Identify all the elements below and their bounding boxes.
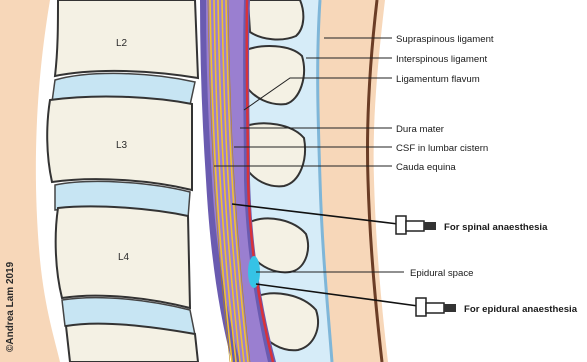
label-supraspinous: Supraspinous ligament	[396, 34, 494, 45]
spinous-process-1	[248, 0, 303, 39]
spinous-process-2	[246, 46, 304, 104]
vertebra-label-l2: L2	[116, 38, 128, 49]
vertebra-label-l4: L4	[118, 252, 130, 263]
spinous-process-3	[246, 123, 305, 186]
label-epidural-anaesthesia: For epidural anaesthesia	[464, 304, 578, 315]
label-csf: CSF in lumbar cistern	[396, 143, 488, 154]
label-epidural-space: Epidural space	[410, 268, 473, 279]
label-interspinous: Interspinous ligament	[396, 54, 488, 65]
copyright-credit: ©Andrea Lam 2019	[5, 261, 16, 352]
label-ligamentum-flavum: Ligamentum flavum	[396, 74, 480, 85]
label-dura-mater: Dura mater	[396, 124, 445, 135]
vertebra-label-l3: L3	[116, 140, 128, 151]
label-cauda-equina: Cauda equina	[396, 162, 456, 173]
label-spinal-anaesthesia: For spinal anaesthesia	[444, 222, 548, 233]
